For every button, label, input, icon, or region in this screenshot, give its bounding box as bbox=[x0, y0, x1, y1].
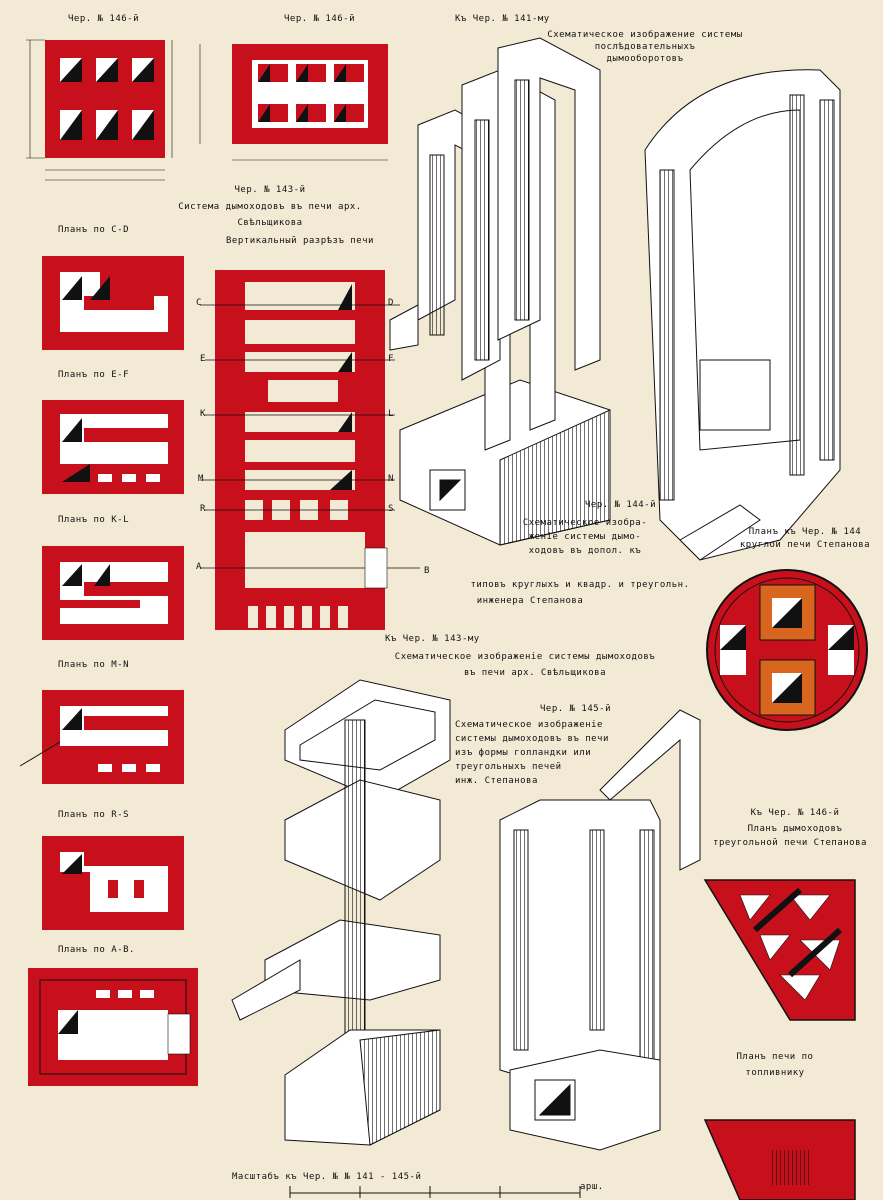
letter-e: E bbox=[200, 354, 206, 364]
fig146b-label-3: треугольной печи Степанова bbox=[713, 838, 867, 848]
plan-cd-label: Планъ по C-D bbox=[58, 225, 130, 235]
letter-c: C bbox=[196, 298, 202, 308]
fig145-desc-2: системы дымоходовъ въ печи bbox=[455, 734, 609, 744]
letter-m: M bbox=[198, 474, 204, 484]
letter-a: A bbox=[196, 562, 202, 572]
fig143-desc-2: Свѣльщикова bbox=[237, 218, 303, 228]
fig145-desc-4: треугольныхъ печей bbox=[455, 762, 562, 772]
fig141-title: Къ Чер. № 141-му bbox=[455, 14, 550, 24]
fig145-desc-3: изъ формы голландки или bbox=[455, 748, 592, 758]
letter-s: S bbox=[388, 504, 394, 514]
letter-b: B bbox=[424, 566, 430, 576]
fig143-vertical-section bbox=[200, 270, 420, 630]
fig146-title-right: Чер. № 146-й bbox=[284, 14, 356, 24]
fig144-desc-4: типовъ круглыхъ и квадр. и треугольн. bbox=[470, 580, 690, 590]
scale-label: Масштабъ къ Чер. № № 141 - 145-й bbox=[232, 1172, 422, 1182]
fig144-title: Чер. № 144-й bbox=[585, 500, 657, 510]
letter-l: L bbox=[388, 409, 394, 419]
fig146-title-left: Чер. № 146-й bbox=[68, 14, 140, 24]
fig143-desc-3: Вертикальный разрѣзъ печи bbox=[226, 236, 374, 246]
fig143-title: Чер. № 143-й bbox=[234, 185, 306, 195]
scale-unit: арш. bbox=[580, 1182, 604, 1192]
fig145-isometric bbox=[499, 709, 701, 1151]
fig143b-isometric bbox=[231, 679, 451, 1146]
firebox-plan-drawing bbox=[703, 1119, 856, 1200]
fig145-desc-5: инж. Степанова bbox=[455, 776, 538, 786]
fig146-plan-left bbox=[26, 39, 173, 181]
round-plan-drawing bbox=[706, 569, 868, 731]
fig146b-label-2: Планъ дымоходовъ bbox=[747, 824, 843, 834]
plan-mn-drawing bbox=[19, 690, 184, 784]
plan-kl-drawing bbox=[42, 546, 184, 640]
fig144-desc-2: женіе системы дымо- bbox=[528, 532, 642, 542]
fig144-desc-5: инженера Степанова bbox=[476, 596, 584, 606]
fig141-desc-1: Схематическое изображение системы bbox=[547, 30, 743, 40]
letter-f: F bbox=[388, 354, 394, 364]
plan-by-firebox-2: топливнику bbox=[745, 1068, 805, 1078]
plan-ef-drawing bbox=[42, 400, 184, 494]
fig146b-label-1: Къ Чер. № 146-й bbox=[750, 808, 840, 818]
plan-kl-label: Планъ по K-L bbox=[58, 515, 130, 525]
fig146-plan-right bbox=[199, 44, 388, 161]
plan-rs-label: Планъ по R-S bbox=[58, 810, 130, 820]
round-plan-label-1: Планъ къ Чер. № 144 bbox=[748, 527, 862, 537]
plan-cd-drawing bbox=[42, 256, 184, 350]
letter-n: N bbox=[388, 474, 394, 484]
plan-rs-drawing bbox=[42, 836, 184, 930]
letter-k: K bbox=[200, 409, 206, 419]
plan-ab-label: Планъ по A-B. bbox=[58, 945, 135, 955]
fig141-desc-3: дымооборотовъ bbox=[606, 54, 684, 64]
fig141-desc-2: послѣдовательныхъ bbox=[594, 42, 696, 52]
fig143b-desc-2: въ печи арх. Свѣльщикова bbox=[463, 668, 607, 678]
fig145-desc-1: Схематическое изображеніе bbox=[455, 720, 603, 730]
fig143-desc-1: Система дымоходовъ въ печи арх. bbox=[178, 202, 362, 212]
plan-ef-label: Планъ по E-F bbox=[58, 370, 130, 380]
fig144-desc-1: Схематическое изобра- bbox=[522, 518, 648, 528]
round-plan-label-2: круглой печи Степанова bbox=[739, 540, 871, 550]
scale-bar bbox=[289, 1186, 581, 1198]
plan-by-firebox-1: Планъ печи по bbox=[736, 1052, 814, 1062]
plan-ab-drawing bbox=[28, 968, 198, 1086]
plan-mn-label: Планъ по M-N bbox=[58, 660, 130, 670]
fig141-isometric-flues bbox=[389, 37, 611, 546]
fig143b-desc-1: Схематическое изображеніе системы дымохо… bbox=[394, 652, 656, 662]
fig145-title: Чер. № 145-й bbox=[540, 704, 612, 714]
fig144-round-oven bbox=[644, 69, 841, 561]
fig143b-title: Къ Чер. № 143-му bbox=[385, 634, 480, 644]
letter-r: R bbox=[200, 504, 206, 514]
fig144-desc-3: ходовъ въ допол. къ bbox=[528, 546, 642, 556]
triangular-plan-drawing bbox=[703, 879, 856, 1021]
letter-d: D bbox=[388, 298, 394, 308]
